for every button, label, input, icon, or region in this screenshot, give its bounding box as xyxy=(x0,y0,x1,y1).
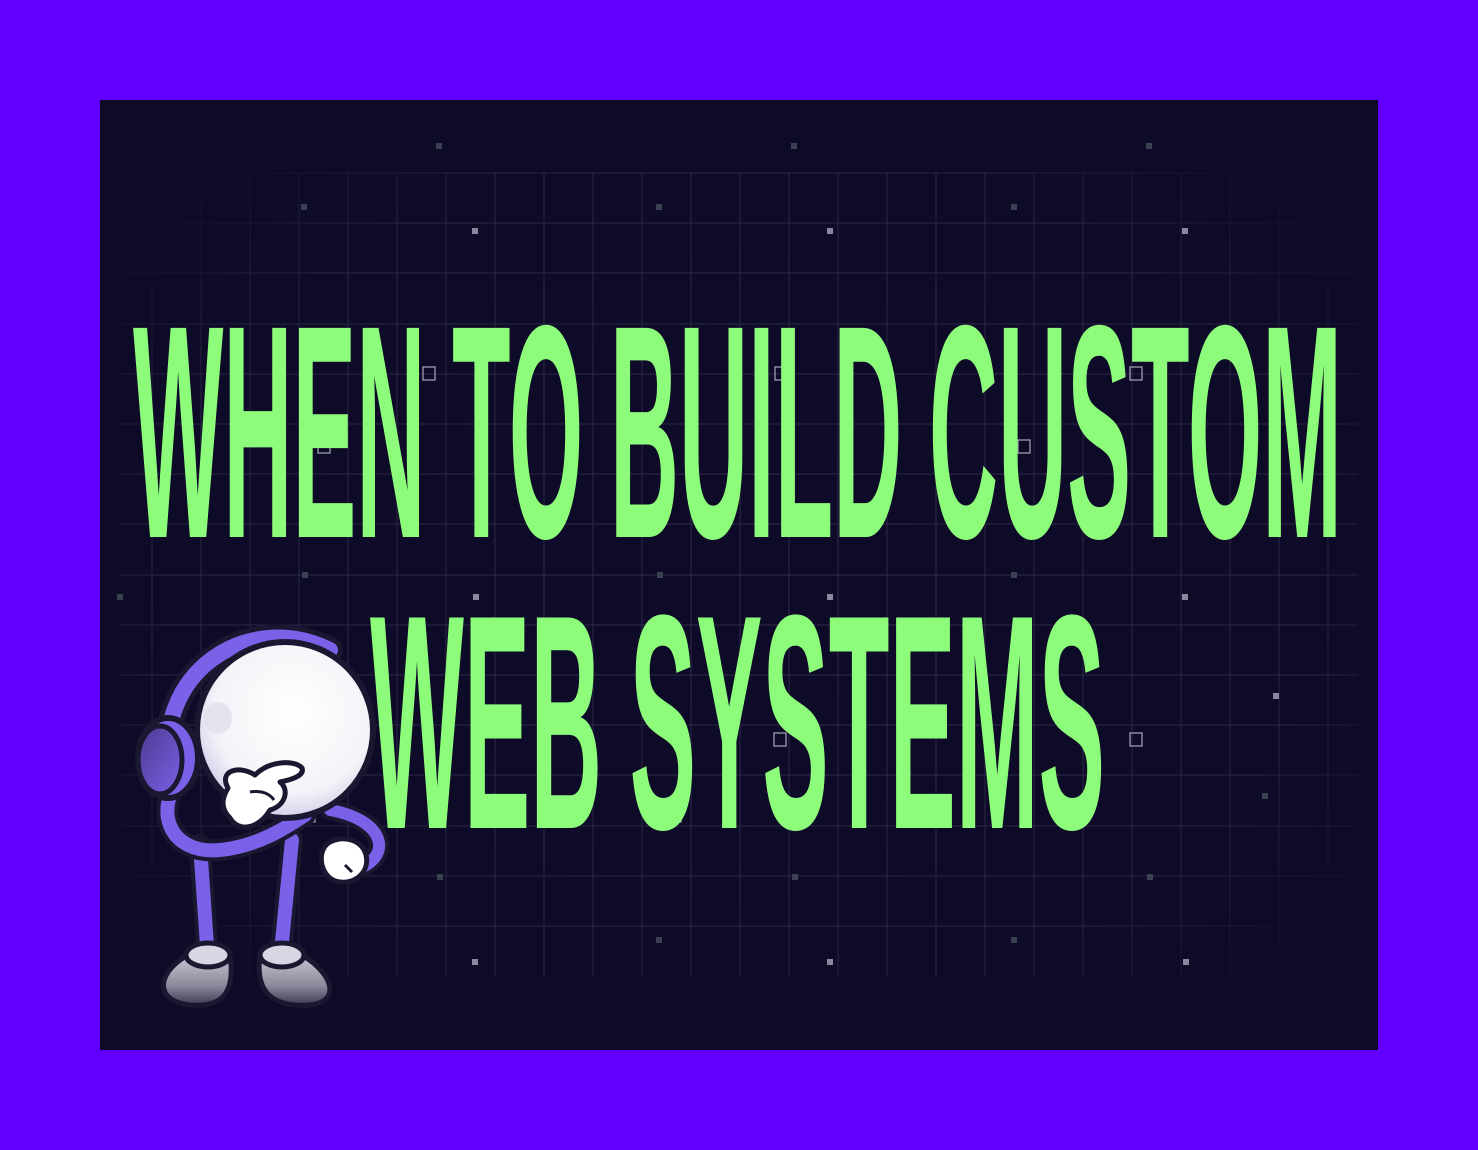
hero-title: WHEN TO BUILD CUSTOM WEB SYSTEMS xyxy=(133,263,1342,893)
title-line-1: WHEN TO BUILD CUSTOM xyxy=(133,263,1342,602)
hero-panel: WHEN TO BUILD CUSTOM WEB SYSTEMS xyxy=(100,100,1378,1050)
mascot-hand-hip xyxy=(318,836,370,885)
mascot-arm-left xyxy=(156,759,316,862)
grid-background xyxy=(117,143,1358,976)
headphone-earcup xyxy=(135,715,201,801)
mascot-shoes xyxy=(160,940,333,1008)
title-line-2: WEB SYSTEMS xyxy=(370,551,1105,893)
mascot-hand-chin xyxy=(220,760,305,830)
astronaut-mascot xyxy=(135,624,390,1008)
